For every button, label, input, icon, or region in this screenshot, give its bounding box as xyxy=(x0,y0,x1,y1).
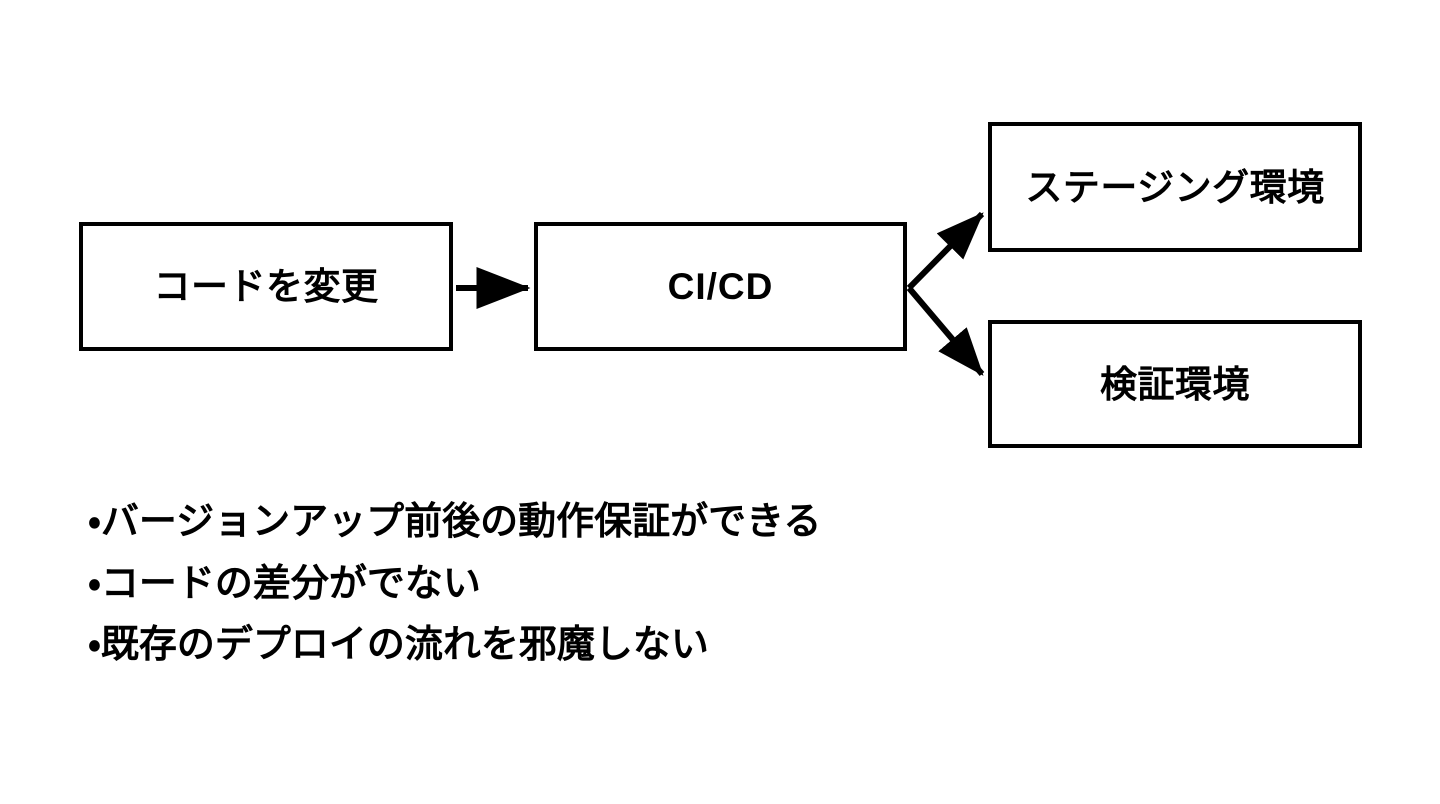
flow-node-label: コードを変更 xyxy=(153,266,379,307)
edge-cicd-to-staging xyxy=(906,211,985,291)
edge-cicd-to-verify xyxy=(906,286,985,376)
flow-node-code-change[interactable]: コードを変更 xyxy=(79,222,453,351)
flow-node-label: CI/CD xyxy=(667,266,774,307)
flow-node-label: 検証環境 xyxy=(1100,363,1250,405)
flow-node-staging-environment[interactable]: ステージング環境 xyxy=(988,122,1362,252)
bullet-item: ・バージョンアップ前後の動作保証ができる xyxy=(88,501,822,543)
bullet-item: ・既存のデプロイの流れを邪魔しない xyxy=(88,624,709,667)
bullet-item: ・コードの差分がでない xyxy=(88,562,481,605)
flow-node-verification-environment[interactable]: 検証環境 xyxy=(988,320,1362,448)
flow-node-cicd[interactable]: CI/CD xyxy=(534,222,907,351)
bullet-list: ・バージョンアップ前後の動作保証ができる ・コードの差分がでない ・既存のデプロ… xyxy=(88,492,1088,677)
flow-node-label: ステージング環境 xyxy=(1025,166,1325,208)
